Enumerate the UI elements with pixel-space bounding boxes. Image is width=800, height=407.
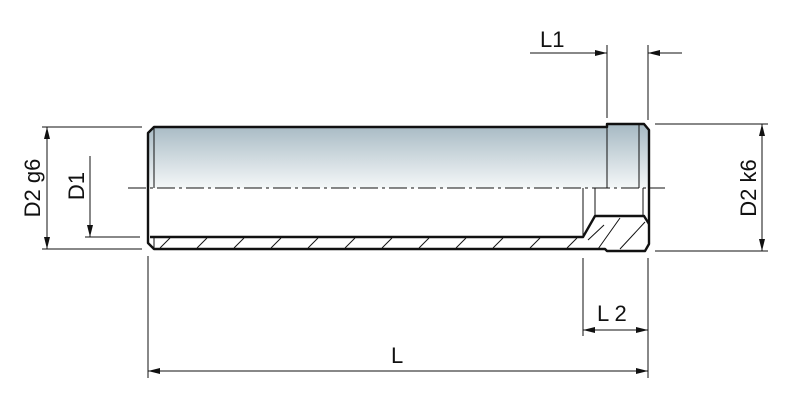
section-hatching — [159, 217, 646, 250]
hatch-line — [529, 237, 541, 249]
l2-label: L 2 — [597, 301, 627, 326]
d2k6-label: D2 k6 — [736, 159, 761, 216]
outer-surface-shading — [148, 124, 649, 188]
hatch-line — [455, 237, 467, 249]
hatch-line — [619, 221, 646, 250]
hatch-line — [587, 224, 605, 241]
hatch-line — [566, 237, 578, 249]
hatch-line — [307, 237, 319, 249]
l1-label: L1 — [540, 27, 564, 52]
hatch-line — [492, 237, 504, 249]
d2g6-label: D2 g6 — [20, 159, 45, 218]
hatch-line — [597, 217, 621, 250]
part-outline — [146, 122, 651, 253]
hatch-line — [418, 237, 430, 249]
hatch-line — [233, 237, 245, 249]
d1-label: D1 — [64, 172, 89, 200]
l-label: L — [391, 343, 403, 368]
hatch-line — [270, 237, 282, 249]
hatch-line — [381, 237, 393, 249]
hatch-line — [196, 237, 208, 249]
hatch-line — [159, 237, 171, 249]
bore-outline — [150, 214, 651, 239]
hatch-line — [344, 237, 356, 249]
